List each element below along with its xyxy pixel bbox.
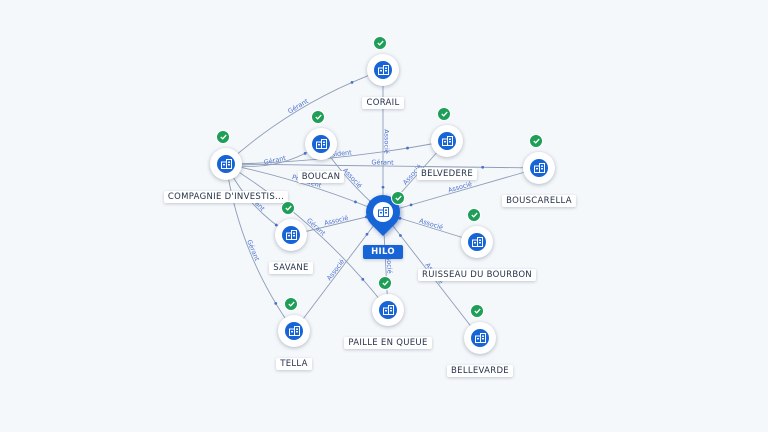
edge-arrow-marker [354, 200, 357, 204]
edge-label: Associé [418, 217, 444, 232]
center-node-label[interactable]: HILO [363, 245, 403, 259]
node-label[interactable]: SAVANE [269, 262, 313, 274]
edge-arrow-marker [365, 232, 369, 236]
verified-check-icon [216, 130, 230, 144]
edge-arrow-marker [303, 151, 307, 155]
verified-check-icon [467, 208, 481, 222]
verified-check-icon [284, 297, 298, 311]
edge-arrow-marker [399, 234, 402, 237]
building-icon [530, 159, 548, 177]
company-badge[interactable] [367, 36, 399, 86]
verified-check-icon [391, 191, 405, 205]
node-label[interactable]: PAILLE EN QUEUE [344, 337, 432, 349]
relationship-edge [225, 163, 384, 214]
verified-check-icon [529, 134, 543, 148]
company-badge[interactable] [278, 297, 310, 347]
company-badge[interactable] [372, 276, 404, 326]
edge-arrow-marker [361, 277, 365, 281]
node-label[interactable]: COMPAGNIE D'INVESTIS... [163, 191, 289, 203]
edge-label: Associé [384, 249, 393, 274]
building-icon [373, 202, 393, 222]
building-icon [312, 135, 330, 153]
node-label[interactable]: BELLEVARDE [447, 365, 513, 377]
node-label[interactable]: RUISSEAU DU BOURBON [418, 269, 536, 281]
edge-arrow-marker [481, 165, 485, 169]
relationship-edge [382, 167, 540, 214]
building-icon [379, 301, 397, 319]
relationship-edge [225, 163, 295, 332]
edge-arrow-marker [406, 146, 409, 150]
node-label[interactable]: TELLA [276, 358, 312, 370]
company-badge[interactable] [305, 110, 337, 160]
building-icon [438, 132, 456, 150]
verified-check-icon [311, 110, 325, 124]
edge-arrow-marker [381, 185, 385, 189]
node-label[interactable]: BOUCAN [297, 171, 345, 183]
building-icon [285, 322, 303, 340]
edge-arrow-marker [350, 80, 354, 84]
company-badge[interactable] [275, 201, 307, 251]
building-icon [471, 329, 489, 347]
edge-label: Associé [383, 129, 391, 154]
edge-label: Président [321, 148, 352, 159]
verified-check-icon [373, 36, 387, 50]
company-badge[interactable] [523, 134, 555, 184]
edge-arrow-marker [274, 301, 278, 305]
node-label[interactable]: BOUSCARELLA [502, 195, 576, 207]
verified-check-icon [470, 304, 484, 318]
building-icon [217, 155, 235, 173]
company-badge[interactable] [464, 304, 496, 354]
node-label[interactable]: BELVEDERE [416, 168, 478, 180]
company-badge[interactable] [210, 130, 242, 180]
relationship-edge [225, 163, 540, 169]
building-icon [468, 233, 486, 251]
verified-check-icon [281, 201, 295, 215]
verified-check-icon [378, 276, 392, 290]
node-label[interactable]: CORAIL [362, 97, 404, 109]
edge-label: Associé [323, 214, 349, 227]
company-badge[interactable] [461, 208, 493, 258]
edge-arrow-marker [409, 203, 413, 207]
relationship-edge [225, 69, 384, 165]
company-badge[interactable] [431, 107, 463, 157]
building-icon [374, 61, 392, 79]
building-icon [282, 226, 300, 244]
verified-check-icon [437, 107, 451, 121]
relationship-edge [225, 140, 448, 165]
